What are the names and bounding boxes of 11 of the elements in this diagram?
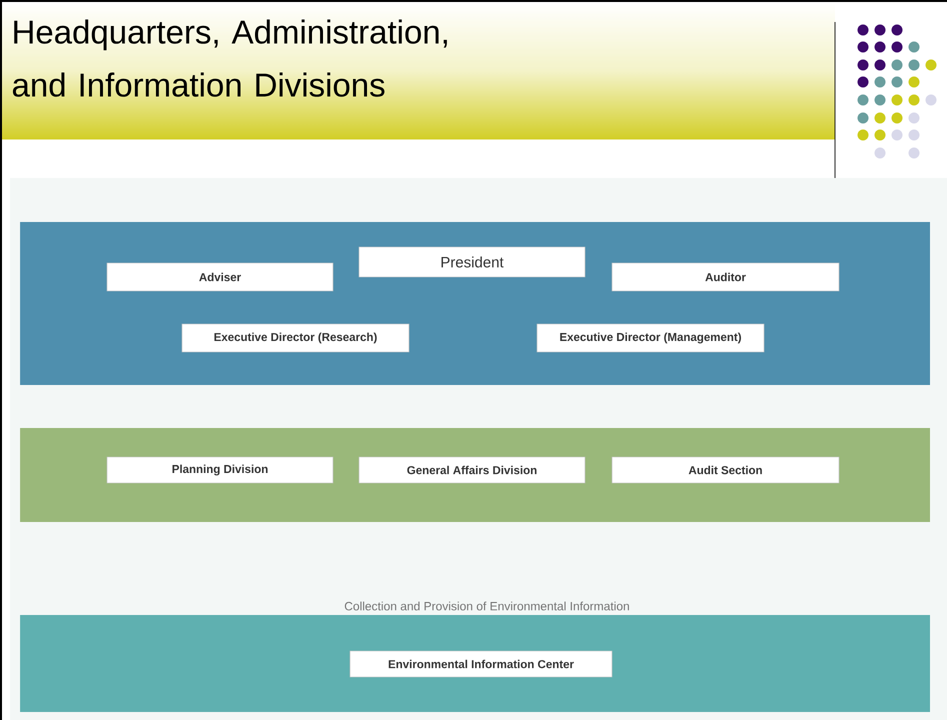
org-box: General Affairs Division: [358, 456, 586, 484]
org-box: President: [358, 246, 586, 278]
org-box: Executive Director (Management): [536, 324, 764, 352]
org-box: Adviser: [106, 262, 334, 292]
org-box: Environmental Information Center: [350, 650, 612, 678]
band-caption: Collection and Provision of Environmental Information: [344, 602, 629, 610]
org-box: Executive Director (Research): [182, 324, 410, 352]
slide-title: Headquarters, Administration, and Information Divisions: [12, 20, 447, 97]
org-box: Audit Section: [612, 456, 840, 484]
org-box: Planning Division: [106, 456, 334, 484]
org-box: Auditor: [612, 262, 840, 292]
